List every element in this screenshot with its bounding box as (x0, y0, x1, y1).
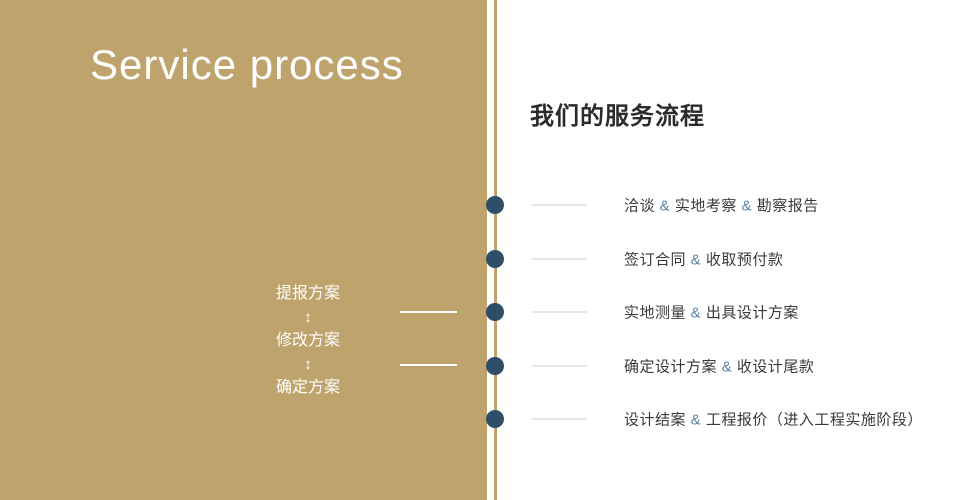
step-row: 洽谈 & 实地考察 & 勘察报告 (532, 195, 819, 216)
up-down-arrow-icon: ↕ (304, 309, 312, 326)
step-label-segment: 收设计尾款 (736, 358, 815, 375)
step-label-segment: 工程报价（进入工程实施阶段） (705, 411, 923, 429)
flow-connector-line (400, 311, 457, 313)
left-gold-panel: Service process 提报方案 ↕ 修改方案 ↕ 确定方案 (0, 0, 487, 500)
step-row: 确定设计方案 & 收设计尾款 (532, 355, 814, 376)
timeline-dot (486, 303, 504, 321)
step-connector-line (532, 365, 587, 366)
plan-revision-flow: 提报方案 ↕ 修改方案 ↕ 确定方案 (248, 283, 368, 399)
flow-step-confirm-plan: 确定方案 (275, 379, 340, 396)
service-process-title: Service process (90, 41, 404, 88)
step-label-segment: 实地考察 (674, 197, 737, 215)
step-row: 签订合同 & 收取预付款 (532, 248, 783, 269)
step-row: 设计结案 & 工程报价（进入工程实施阶段） (532, 409, 923, 430)
timeline-dot (486, 356, 504, 375)
step-label: 设计结案 & 工程报价（进入工程实施阶段） (624, 409, 923, 430)
step-connector-line (532, 204, 587, 206)
flow-connector-line (400, 364, 457, 366)
section-heading: 我们的服务流程 (530, 103, 705, 130)
step-label-segment: 洽谈 (624, 197, 656, 215)
step-label-segment: 签订合同 (624, 251, 687, 268)
timeline-dot (486, 249, 504, 268)
step-label-segment: 勘察报告 (756, 197, 819, 215)
step-connector-line (532, 418, 587, 420)
step-connector-line (532, 311, 587, 313)
ampersand-separator: & (686, 251, 706, 268)
ampersand-separator: & (655, 197, 675, 215)
step-label: 实地测量 & 出具设计方案 (624, 302, 799, 323)
ampersand-separator: & (686, 411, 706, 429)
step-label: 签订合同 & 收取预付款 (624, 248, 783, 269)
flow-step-revise-plan: 修改方案 (275, 332, 340, 349)
flow-step-submit-plan: 提报方案 (275, 285, 340, 302)
step-label-segment: 实地测量 (624, 304, 687, 322)
timeline-dot (486, 410, 504, 428)
up-down-arrow-icon: ↕ (304, 356, 312, 373)
step-label: 洽谈 & 实地考察 & 勘察报告 (624, 195, 819, 216)
step-label-segment: 收取预付款 (705, 251, 784, 268)
step-label-segment: 出具设计方案 (705, 304, 799, 322)
timeline-dot (486, 196, 504, 214)
step-connector-line (532, 258, 587, 259)
step-label-segment: 设计结案 (624, 411, 687, 429)
ampersand-separator: & (686, 304, 706, 322)
step-label: 确定设计方案 & 收设计尾款 (624, 355, 814, 376)
step-label-segment: 确定设计方案 (624, 358, 718, 375)
ampersand-separator: & (736, 197, 757, 215)
step-row: 实地测量 & 出具设计方案 (532, 302, 799, 323)
ampersand-separator: & (717, 358, 737, 375)
